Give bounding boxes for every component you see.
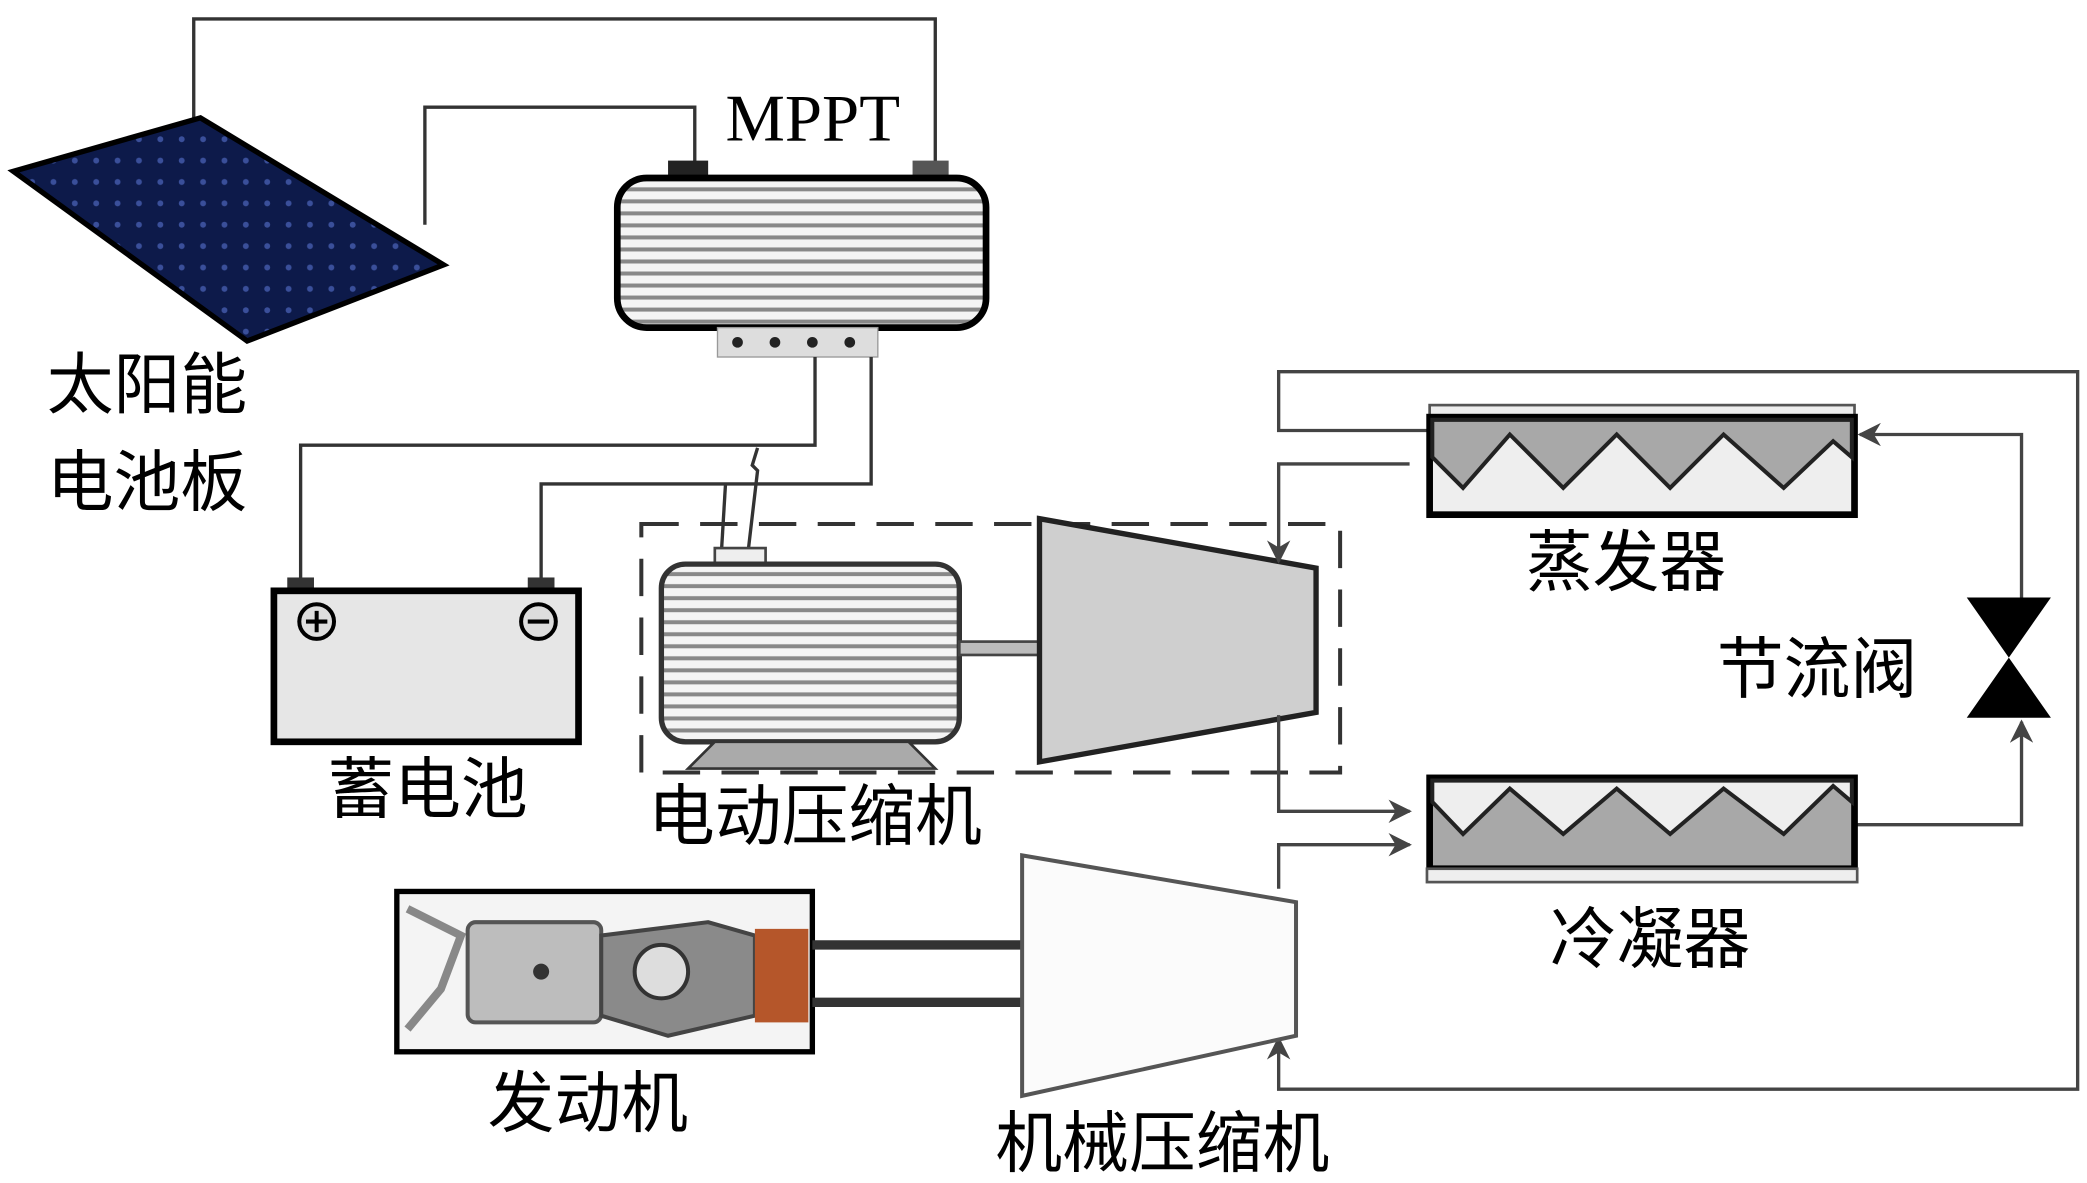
solar-panel-label-line1: 太阳能 [47,346,247,424]
electric-motor-icon [658,546,1044,770]
evaporator-label: 蒸发器 [1526,523,1726,601]
battery-label: 蓄电池 [327,751,527,829]
electric-compressor-icon [1036,515,1319,766]
engine-drive-shafts [812,940,1029,1008]
electric-compressor-label: 电动压缩机 [648,777,982,855]
mppt-label: MPPT [726,82,901,156]
engine-icon [394,888,816,1055]
battery-icon [270,577,582,746]
condenser-icon [1425,774,1859,884]
evaporator-icon [1426,403,1858,519]
throttle-valve-label: 节流阀 [1717,630,1917,708]
engine-label: 发动机 [488,1065,688,1143]
refrigerant-pipes [1266,370,2080,1091]
battery-wires [298,357,873,589]
mppt-controller-icon [613,160,990,358]
solar-wires [192,17,937,225]
condenser-label: 冷凝器 [1550,900,1750,978]
mechanical-compressor-icon [1020,853,1299,1099]
mechanical-compressor-label: 机械压缩机 [995,1105,1329,1183]
throttle-valve-icon [1966,597,2051,718]
solar-panel-icon [7,114,450,344]
solar-panel-label-line2: 电池板 [47,443,247,521]
